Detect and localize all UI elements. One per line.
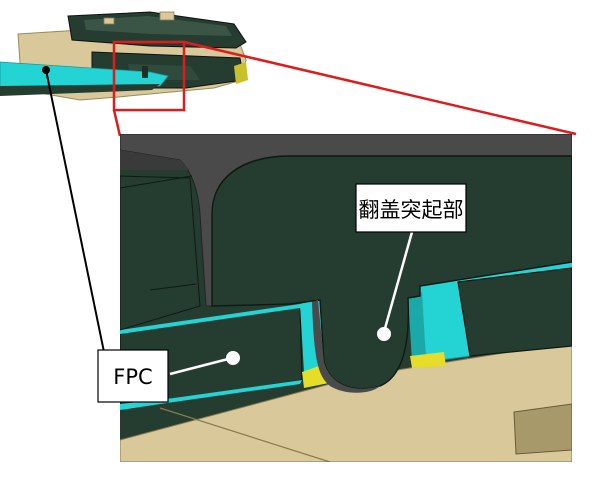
detail-housing-block: [513, 403, 572, 455]
detail-protrusion-rim: [312, 300, 380, 393]
zoom-callout-line-left: [112, 109, 122, 137]
label-fpc-text: FPC: [113, 365, 152, 389]
label-fpc-box: [97, 349, 169, 403]
protrusion-leader-line: [382, 231, 414, 333]
label-cover-protrusion-box: [355, 183, 467, 233]
label-cover-protrusion: 翻盖突起部: [355, 183, 467, 233]
overview-top-face: [84, 16, 232, 36]
overview-fpc-edge: [0, 84, 160, 96]
fpc-leader-detail-line: [169, 356, 233, 376]
fpc-leader-overview-line: [45, 69, 105, 353]
zoom-callout: [112, 40, 577, 137]
detail-cover-body: [211, 155, 572, 390]
overview-tab-2: [103, 17, 115, 25]
overview-protrusion: [142, 66, 148, 78]
detail-right-body: [457, 267, 572, 357]
label-cover-protrusion-text: 翻盖突起部: [359, 198, 464, 222]
fpc-leader-dot: [226, 351, 240, 365]
leaders: [45, 69, 414, 376]
label-fpc: FPC: [97, 349, 169, 403]
overview-fpc: [0, 61, 169, 89]
detail-fpc-surface: [120, 296, 330, 334]
overview-yellow: [234, 62, 248, 84]
detail-yellow-right: [410, 352, 446, 368]
zoom-callout-box: [112, 40, 186, 112]
overview-tab-1: [159, 11, 175, 21]
overview-connector: [0, 11, 248, 101]
zoom-callout-line-right: [183, 40, 577, 136]
detail-housing: [120, 341, 572, 462]
detail-view: [120, 134, 572, 462]
protrusion-leader-dot: [377, 327, 391, 341]
